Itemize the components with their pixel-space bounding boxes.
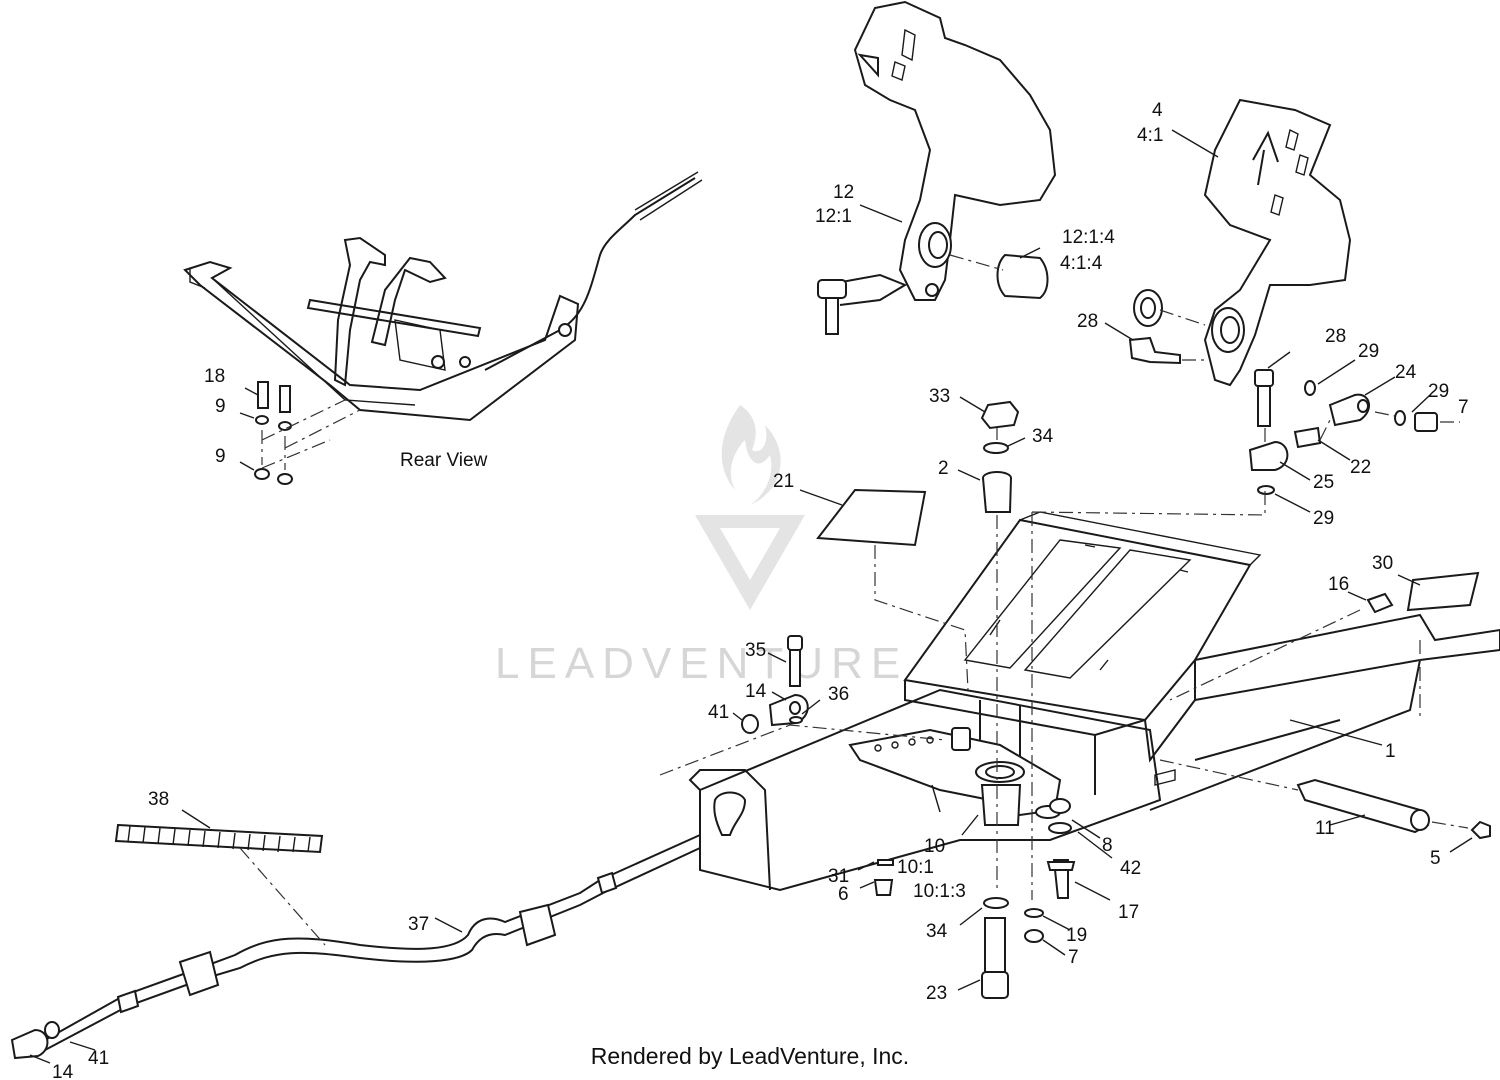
main-frame-1: [688, 511, 1500, 892]
pad-30: [1406, 571, 1480, 612]
callout-19: 19: [1066, 925, 1087, 946]
callout-14-bottom: 14: [52, 1062, 74, 1080]
callout-17: 17: [1118, 902, 1139, 923]
inset-frame: [183, 260, 580, 422]
callout-10: 10: [924, 836, 945, 857]
callout-12-1-4: 12:1:4: [1062, 227, 1115, 248]
inset-pedal-left: [333, 236, 386, 387]
bolt-16: [1366, 592, 1394, 614]
pedal-4: [1128, 98, 1460, 495]
callout-4-1: 4:1: [1137, 125, 1163, 146]
watermark-flame-logo: [721, 405, 781, 505]
pad-21: [816, 488, 927, 547]
hardware-stack: [980, 400, 1266, 999]
callout-21: 21: [773, 471, 794, 492]
inset-center-plate: [306, 298, 482, 338]
top-plate: [903, 518, 1252, 722]
callout-30: 30: [1372, 553, 1393, 574]
pedal-12: [817, 0, 1057, 335]
callout-4-1-4: 4:1:4: [1060, 253, 1103, 274]
rear-view-label: Rear View: [400, 450, 488, 471]
footer-caption: Rendered by LeadVenture, Inc.: [590, 1043, 910, 1069]
callout-1: 1: [1385, 741, 1396, 762]
callout-38: 38: [148, 789, 169, 810]
callout-35: 35: [745, 640, 766, 661]
bolt-28-right: [1254, 369, 1274, 387]
callout-36: 36: [828, 684, 849, 705]
callout-41-bottom: 41: [88, 1048, 109, 1069]
ball-joint-22: [1293, 426, 1322, 449]
callout-5: 5: [1430, 848, 1441, 869]
watermark-text: LEADVENTURE: [495, 639, 908, 688]
callout-7-bottom: 7: [1068, 947, 1079, 968]
callout-31: 31: [828, 866, 849, 887]
bolt-35: [787, 635, 803, 651]
callout-22: 22: [1350, 457, 1371, 478]
callout-33: 33: [929, 386, 950, 407]
callout-9-bottom: 9: [215, 446, 226, 467]
callout-28-left: 28: [1077, 311, 1098, 332]
callout-11: 11: [1315, 818, 1335, 839]
cable-37: [10, 823, 701, 1060]
callout-2: 2: [938, 458, 949, 479]
callout-labels: 1 2 4 4:1 4:1:4 5 6 7 7 8 9 9 10 10:1 10…: [52, 100, 1469, 1080]
callout-29-right: 29: [1428, 381, 1449, 402]
callout-8: 8: [1102, 835, 1113, 856]
leader-lines: [29, 129, 1473, 1064]
callout-12-1: 12:1: [815, 206, 852, 227]
callout-4: 4: [1152, 100, 1163, 121]
inset-pedal-right: [370, 256, 447, 347]
callout-18: 18: [204, 366, 225, 387]
callout-25: 25: [1313, 472, 1334, 493]
callout-37: 37: [408, 914, 429, 935]
callout-42: 42: [1120, 858, 1141, 879]
rear-view-inset: Rear View: [183, 171, 703, 485]
callout-10-1: 10:1: [897, 857, 934, 878]
watermark: LEADVENTURE: [495, 405, 908, 688]
bolt-28-left: [1128, 336, 1181, 365]
callout-16: 16: [1328, 574, 1349, 595]
callout-41: 41: [708, 702, 729, 723]
base-plate: [699, 688, 1162, 892]
rod-end-12: [824, 273, 908, 306]
small-parts: [659, 488, 1491, 943]
callout-29-bottom: 29: [1313, 508, 1334, 529]
callout-24: 24: [1395, 362, 1417, 383]
callout-12: 12: [833, 182, 854, 203]
callout-14: 14: [745, 681, 767, 702]
rod-end-14-bottom: [10, 1028, 49, 1060]
callout-34-top: 34: [1032, 426, 1054, 447]
callout-28-right: 28: [1325, 326, 1346, 347]
bushing-12-1-4: [996, 253, 1049, 300]
watermark-v-logo: [695, 515, 805, 610]
callout-10-1-3: 10:1:3: [913, 881, 966, 902]
callout-29-top: 29: [1358, 341, 1379, 362]
callout-23: 23: [926, 983, 947, 1004]
callout-34-bottom: 34: [926, 921, 948, 942]
callout-9-top: 9: [215, 396, 226, 417]
inset-cable: [559, 177, 696, 331]
callout-7-top: 7: [1458, 397, 1469, 418]
ball-joint-25: [1248, 440, 1289, 471]
callout-6: 6: [838, 884, 849, 905]
